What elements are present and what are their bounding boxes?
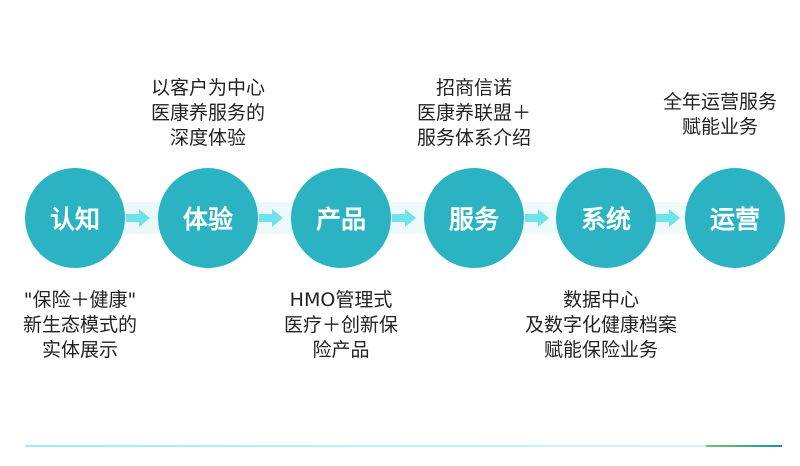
stage-experience-description: 以客户为中心医康养服务的深度体验: [151, 76, 265, 151]
stage-title: 运营: [709, 205, 760, 234]
description-line: 服务体系介绍: [416, 127, 532, 149]
stage-awareness: 认知: [25, 168, 125, 268]
footer-divider: [25, 445, 706, 447]
description-line: 赋能保险业务: [543, 339, 659, 361]
description-line: 医康养联盟＋: [416, 102, 532, 124]
stage-awareness-description: "保险＋健康" 新生态模式的实体展示: [23, 288, 137, 363]
stage-product-description: HMO管理式医疗＋创新保险产品: [284, 288, 398, 363]
stage-operation-description: 全年运营服务赋能业务: [663, 90, 777, 140]
arrow-right-icon: [126, 209, 150, 227]
stage-service: 服务: [424, 168, 524, 268]
stage-operation: 运营: [685, 168, 785, 268]
description-line: 及数字化健康档案: [524, 314, 678, 336]
arrow-right-icon: [259, 209, 283, 227]
stage-title: 系统: [580, 205, 631, 234]
stage-title: 产品: [315, 205, 366, 234]
description-line: 赋能业务: [681, 116, 759, 138]
footer-accent: [706, 445, 782, 447]
stage-title: 服务: [448, 205, 499, 234]
description-line: 新生态模式的: [22, 314, 138, 336]
description-line: "保险＋健康": [23, 289, 137, 311]
arrow-right-icon: [392, 209, 416, 227]
stage-title: 体验: [182, 205, 233, 234]
stage-title: 认知: [49, 205, 100, 234]
description-line: 险产品: [312, 339, 370, 361]
description-line: 招商信诺: [435, 77, 513, 99]
description-line: 数据中心: [562, 289, 640, 311]
stage-experience: 体验: [158, 168, 258, 268]
arrow-right-icon: [525, 209, 549, 227]
description-line: 深度体验: [169, 127, 247, 149]
description-line: 医康养服务的: [150, 102, 266, 124]
description-line: 医疗＋创新保: [283, 314, 399, 336]
stage-product: 产品: [291, 168, 391, 268]
arrow-right-icon: [656, 209, 680, 227]
description-line: 全年运营服务: [662, 91, 778, 113]
description-line: 实体展示: [41, 339, 119, 361]
stage-system-description: 数据中心及数字化健康档案赋能保险业务: [525, 288, 677, 363]
stage-system: 系统: [556, 168, 656, 268]
stage-service-description: 招商信诺医康养联盟＋ 服务体系介绍: [417, 76, 531, 151]
description-line: 以客户为中心: [150, 77, 266, 99]
description-line: HMO管理式: [289, 289, 393, 311]
